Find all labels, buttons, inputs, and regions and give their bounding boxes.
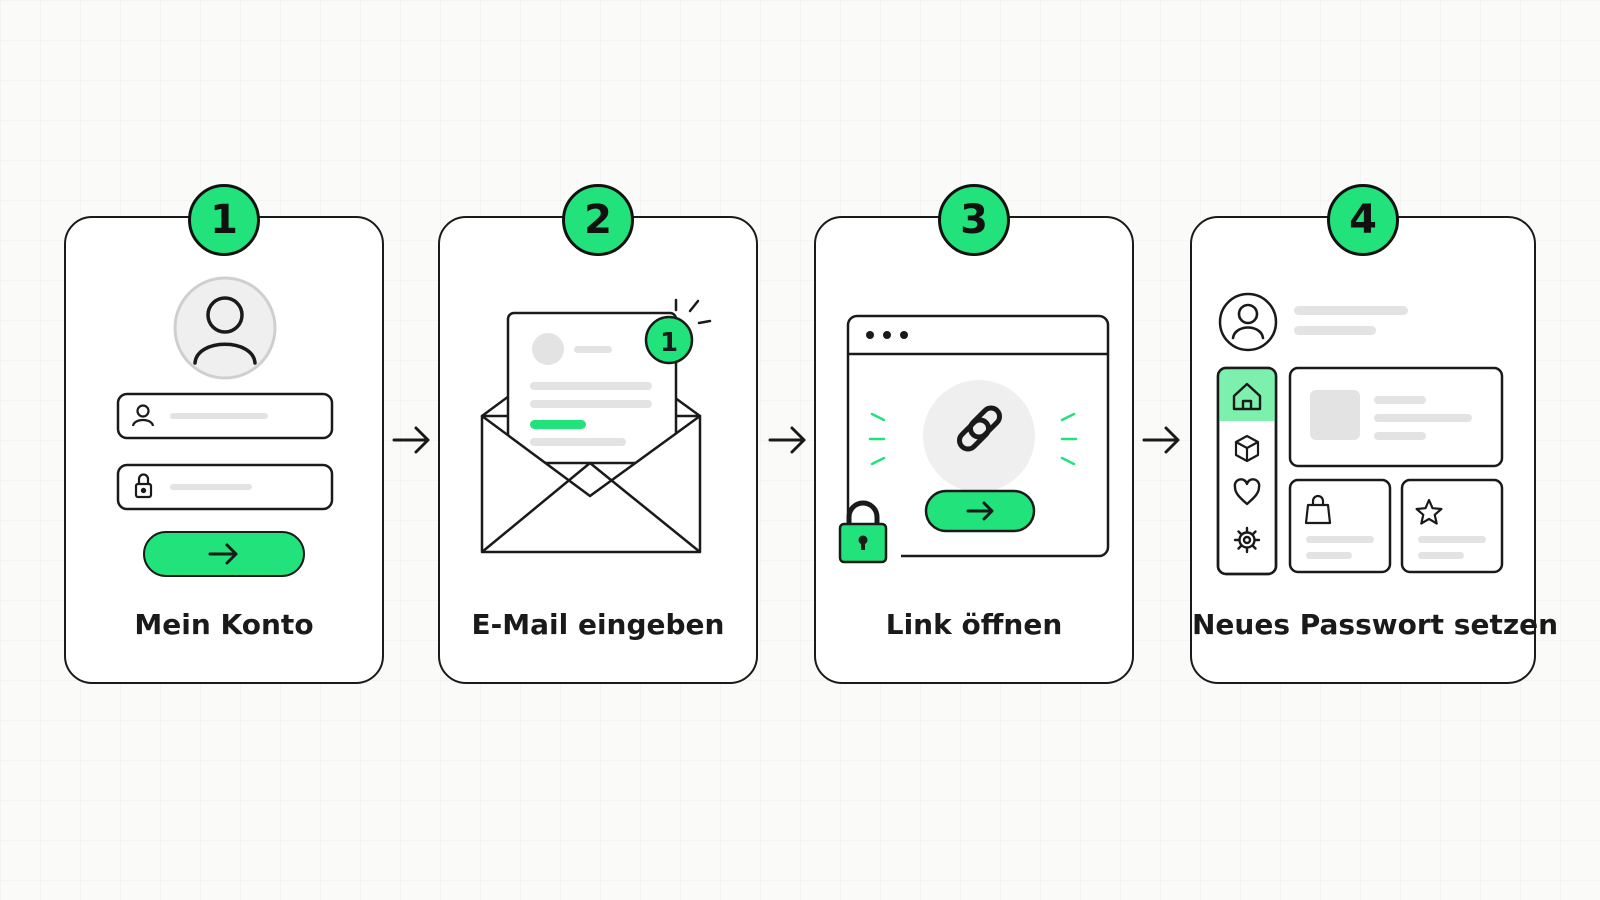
step-badge-3: 3 <box>938 184 1010 256</box>
dashboard-illustration <box>1216 292 1504 576</box>
step-label-3: Link öffnen <box>885 608 1063 641</box>
step-badge-4: 4 <box>1327 184 1399 256</box>
login-illustration <box>116 276 334 577</box>
star-icon <box>1415 498 1443 525</box>
gear-icon[interactable] <box>1233 526 1261 554</box>
step-card-2: 2 1 E-Mail eingeben <box>438 184 758 684</box>
login-submit-button[interactable] <box>143 531 305 577</box>
arrow-right-icon <box>966 501 994 521</box>
step-badge-2: 2 <box>562 184 634 256</box>
user-icon <box>193 296 257 365</box>
profile-header <box>1218 292 1408 352</box>
user-icon <box>131 404 155 427</box>
shopping-bag-icon <box>1304 494 1332 525</box>
flow-arrow-1 <box>392 426 430 454</box>
envelope-icon <box>480 311 702 554</box>
notification-badge: 1 <box>644 298 712 365</box>
box-icon[interactable] <box>1234 434 1260 463</box>
step-card-3: 3 <box>814 184 1134 684</box>
step-label-2: E-Mail eingeben <box>471 608 725 641</box>
flow-arrow-3 <box>1142 426 1180 454</box>
step-card-4: 4 <box>1190 184 1559 684</box>
favorites-card[interactable] <box>1400 478 1504 574</box>
email-illustration: 1 <box>480 298 712 554</box>
window-dots-icon <box>866 331 908 339</box>
heart-icon[interactable] <box>1233 478 1261 506</box>
email-preview <box>506 311 678 465</box>
shop-card[interactable] <box>1288 478 1392 574</box>
browser-illustration <box>825 314 1110 568</box>
step-label-4: Neues Passwort setzen <box>1192 608 1559 641</box>
username-field[interactable] <box>116 392 334 440</box>
arrow-right-icon <box>208 543 238 565</box>
notification-count: 1 <box>660 328 678 358</box>
link-sparkle <box>868 412 1078 466</box>
featured-card[interactable] <box>1288 366 1504 468</box>
home-icon[interactable] <box>1232 382 1262 411</box>
flow-arrow-2 <box>768 426 806 454</box>
lock-icon <box>134 473 153 499</box>
step-label-1: Mein Konto <box>134 608 314 641</box>
open-link-button[interactable] <box>924 489 1036 533</box>
step-badge-1: 1 <box>188 184 260 256</box>
padlock-icon <box>825 500 901 568</box>
password-field[interactable] <box>116 463 334 511</box>
avatar <box>173 276 277 380</box>
user-icon <box>1231 303 1265 340</box>
sidebar-nav <box>1216 366 1278 576</box>
step-card-1: 1 <box>64 184 384 684</box>
link-icon <box>923 380 1035 492</box>
